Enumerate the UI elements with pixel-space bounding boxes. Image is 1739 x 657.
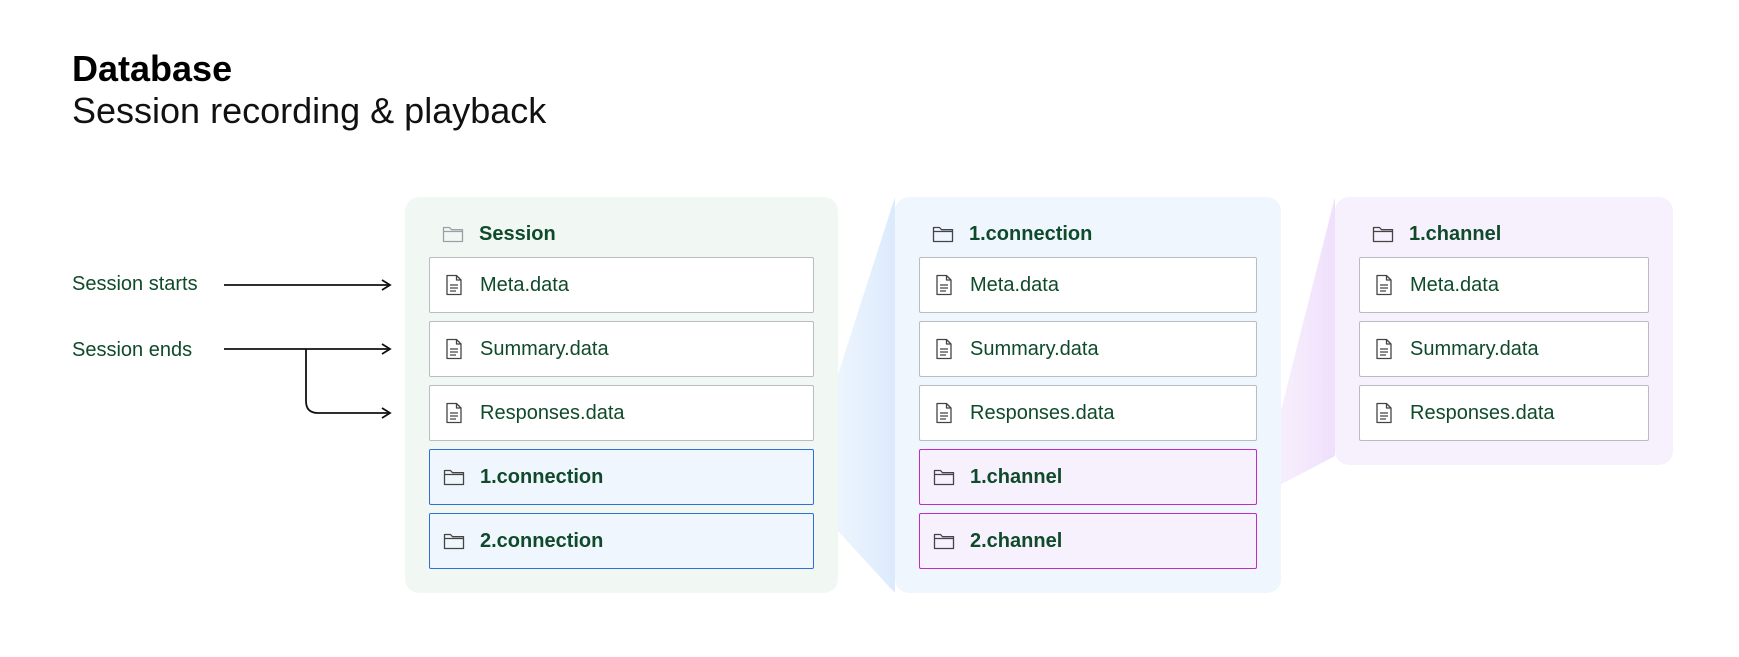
file-icon (1372, 337, 1396, 361)
file-label: Meta.data (480, 273, 569, 296)
session-file-meta[interactable]: Meta.data (429, 257, 814, 313)
end-arrow-responses (305, 349, 392, 419)
session-starts-label: Session starts (72, 273, 198, 295)
connection-file-meta[interactable]: Meta.data (919, 257, 1257, 313)
connection-panel-title: 1.connection (969, 222, 1093, 245)
page-title: Database (72, 48, 233, 89)
folder-label: 1.connection (480, 465, 604, 488)
folder-icon (932, 465, 956, 489)
connection-folder-channel-1[interactable]: 1.channel (919, 449, 1257, 505)
channel-file-meta[interactable]: Meta.data (1359, 257, 1649, 313)
file-icon (1372, 401, 1396, 425)
file-label: Meta.data (1410, 273, 1499, 296)
folder-icon (442, 529, 466, 553)
connection-folder-channel-2[interactable]: 2.channel (919, 513, 1257, 569)
folder-icon (441, 222, 465, 246)
file-icon (442, 273, 466, 297)
file-icon (442, 337, 466, 361)
connection-panel-header: 1.connection (931, 221, 1092, 247)
folder-icon (1371, 222, 1395, 246)
session-panel-title: Session (479, 222, 556, 245)
file-label: Responses.data (970, 401, 1115, 424)
file-icon (442, 401, 466, 425)
folder-icon (442, 465, 466, 489)
channel-panel-header: 1.channel (1371, 221, 1501, 247)
file-icon (932, 337, 956, 361)
file-label: Summary.data (480, 337, 609, 360)
file-label: Summary.data (1410, 337, 1539, 360)
file-label: Summary.data (970, 337, 1099, 360)
folder-icon (932, 529, 956, 553)
session-file-summary[interactable]: Summary.data (429, 321, 814, 377)
folder-label: 2.channel (970, 529, 1063, 552)
session-folder-connection-1[interactable]: 1.connection (429, 449, 814, 505)
file-label: Responses.data (480, 401, 625, 424)
connection-file-responses[interactable]: Responses.data (919, 385, 1257, 441)
page-subtitle: Session recording & playback (72, 90, 547, 131)
connection-file-summary[interactable]: Summary.data (919, 321, 1257, 377)
session-panel-header: Session (441, 221, 556, 247)
session-ends-label: Session ends (72, 339, 193, 361)
channel-file-responses[interactable]: Responses.data (1359, 385, 1649, 441)
file-label: Responses.data (1410, 401, 1555, 424)
channel-panel-title: 1.channel (1409, 222, 1502, 245)
session-panel: Session Meta.data Summary.data Responses… (405, 197, 838, 593)
folder-label: 1.channel (970, 465, 1063, 488)
session-file-responses[interactable]: Responses.data (429, 385, 814, 441)
file-icon (932, 273, 956, 297)
session-folder-connection-2[interactable]: 2.connection (429, 513, 814, 569)
connection-panel: 1.connection Meta.data Summary.data Resp… (895, 197, 1281, 593)
file-icon (932, 401, 956, 425)
channel-file-summary[interactable]: Summary.data (1359, 321, 1649, 377)
file-label: Meta.data (970, 273, 1059, 296)
folder-icon (931, 222, 955, 246)
file-icon (1372, 273, 1396, 297)
channel-panel: 1.channel Meta.data Summary.data Respons… (1335, 197, 1673, 465)
folder-label: 2.connection (480, 529, 604, 552)
